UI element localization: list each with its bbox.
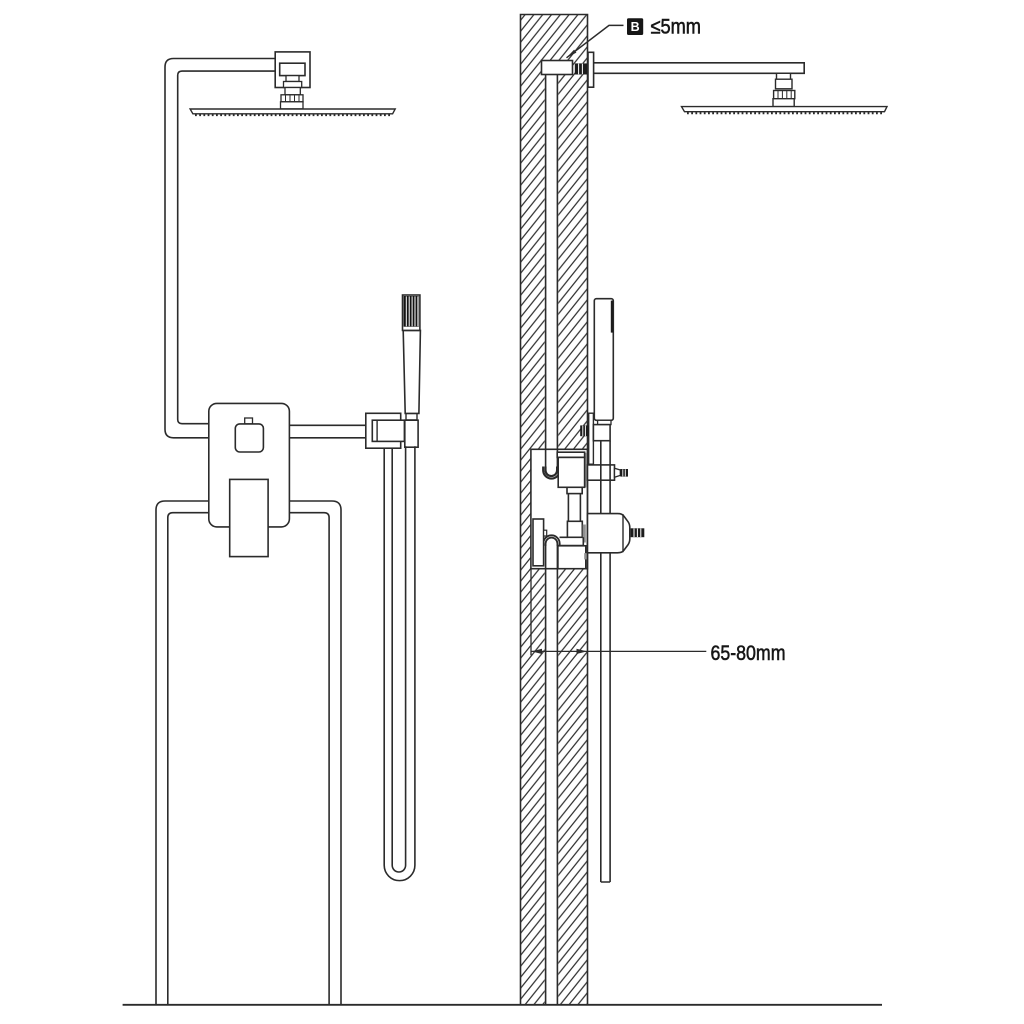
svg-text:B: B (631, 20, 640, 34)
svg-text:65-80mm: 65-80mm (711, 642, 786, 665)
svg-text:≤5mm: ≤5mm (651, 16, 702, 39)
